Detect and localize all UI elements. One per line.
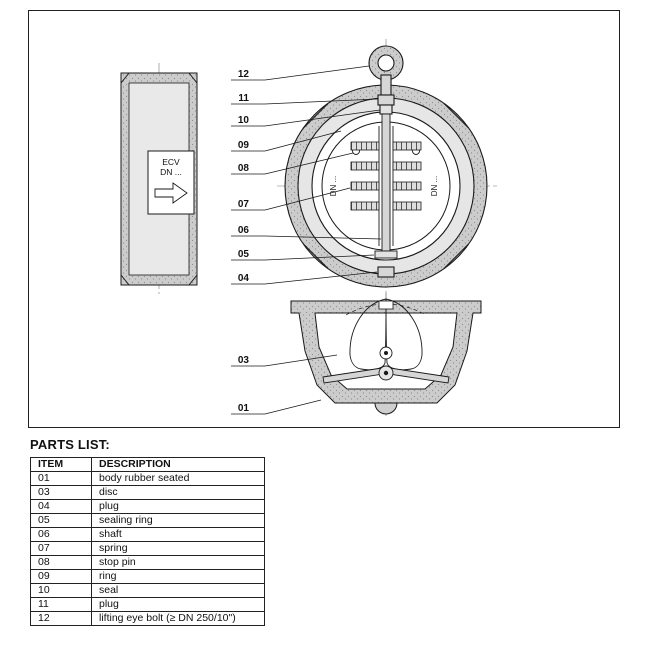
eye-bolt-center xyxy=(384,351,388,355)
callout-06: 06 xyxy=(231,225,382,240)
springs xyxy=(350,141,422,211)
part-item-number: 10 xyxy=(30,583,92,598)
lug-chamfer xyxy=(302,102,329,129)
svg-text:07: 07 xyxy=(238,199,250,210)
part-item-number: 03 xyxy=(30,485,92,500)
part-item-number: 01 xyxy=(30,471,92,486)
svg-text:04: 04 xyxy=(238,273,250,284)
callout-08: 08 xyxy=(231,152,354,175)
svg-text:08: 08 xyxy=(238,163,250,174)
front-view: DN ... DN ... xyxy=(277,39,497,305)
part-item-number: 08 xyxy=(30,555,92,570)
disc-open-right xyxy=(385,298,423,371)
parts-table-header-item: ITEM xyxy=(30,457,92,472)
callout-07: 07 xyxy=(231,187,351,211)
parts-table-header-description: DESCRIPTION xyxy=(91,457,265,472)
part-item-number: 11 xyxy=(30,597,92,612)
hinge-block xyxy=(378,300,394,310)
callout-05: 05 xyxy=(231,249,375,261)
callout-10: 10 xyxy=(231,109,381,127)
part-description: shaft xyxy=(91,527,265,542)
part-description: sealing ring xyxy=(91,513,265,528)
front-callouts: 12 11 10 09 08 07 xyxy=(231,65,382,285)
svg-text:06: 06 xyxy=(238,225,250,236)
part-description: spring xyxy=(91,541,265,556)
parts-list-title: PARTS LIST: xyxy=(30,437,110,452)
svg-text:09: 09 xyxy=(238,140,250,151)
callout-12: 12 xyxy=(231,65,370,81)
svg-text:05: 05 xyxy=(238,249,250,260)
nameplate-dn-text: DN ... xyxy=(160,167,182,177)
drawing-frame: ECV DN ... xyxy=(28,10,620,428)
bottom-plug-section xyxy=(374,402,398,415)
callout-09: 09 xyxy=(231,130,342,152)
callout-04: 04 xyxy=(231,271,378,285)
part-description: stop pin xyxy=(91,555,265,570)
part-item-number: 04 xyxy=(30,499,92,514)
part-description: body rubber seated xyxy=(91,471,265,486)
bottom-plug xyxy=(377,266,395,278)
svg-text:11: 11 xyxy=(238,93,249,104)
nameplate-brand-text: ECV xyxy=(162,157,180,167)
svg-text:12: 12 xyxy=(238,69,250,80)
lug-chamfer xyxy=(443,102,470,129)
part-description: ring xyxy=(91,569,265,584)
part-item-number: 07 xyxy=(30,541,92,556)
part-item-number: 09 xyxy=(30,569,92,584)
nameplate xyxy=(147,150,195,215)
disc-swing-arc xyxy=(345,303,427,316)
lug-chamfer xyxy=(302,243,329,270)
valve-drawing-svg: ECV DN ... xyxy=(120,39,497,417)
callout-03: 03 xyxy=(231,354,338,367)
part-description: plug xyxy=(91,499,265,514)
part-description: seal xyxy=(91,583,265,598)
side-view: ECV DN ... xyxy=(120,63,198,295)
flow-arrow-icon xyxy=(154,182,188,204)
part-description: plug xyxy=(91,597,265,612)
callout-01: 01 xyxy=(231,399,322,415)
section-view xyxy=(290,293,482,417)
section-callouts: 03 01 xyxy=(231,354,338,415)
eye-bolt-shank xyxy=(380,74,392,96)
dn-mark-left: DN ... xyxy=(329,176,338,196)
part-item-number: 05 xyxy=(30,513,92,528)
shaft-center xyxy=(383,370,389,376)
top-plug xyxy=(377,94,395,106)
part-description: disc xyxy=(91,485,265,500)
part-item-number: 12 xyxy=(30,611,92,626)
parts-table-header-row: ITEM DESCRIPTION xyxy=(30,457,265,472)
dn-mark-right: DN ... xyxy=(430,176,439,196)
callout-11: 11 xyxy=(231,93,379,105)
part-item-number: 06 xyxy=(30,527,92,542)
svg-text:03: 03 xyxy=(238,355,250,366)
disc-open-left xyxy=(349,298,387,371)
sealing-ring xyxy=(374,250,398,259)
lug-chamfer xyxy=(443,243,470,270)
svg-text:01: 01 xyxy=(238,403,250,414)
shaft xyxy=(381,113,391,252)
svg-text:10: 10 xyxy=(238,115,250,126)
top-seal xyxy=(379,104,393,115)
part-description: lifting eye bolt (≥ DN 250/10") xyxy=(91,611,265,626)
